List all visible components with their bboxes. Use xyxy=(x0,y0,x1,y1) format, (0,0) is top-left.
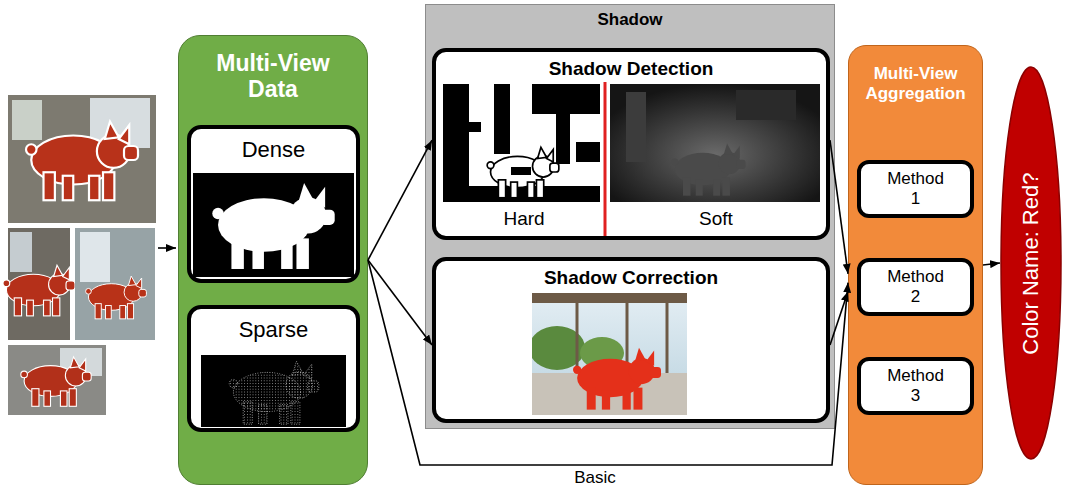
connector xyxy=(983,263,1000,265)
text-slot: Method 3 xyxy=(884,366,948,405)
node-text: Method 2 xyxy=(884,267,948,306)
method-box: Method 2 xyxy=(857,258,974,316)
illustration-part xyxy=(8,345,106,415)
text-slot: Basic xyxy=(540,468,650,488)
text-slot: Shadow Detection xyxy=(436,58,826,80)
illustration-part xyxy=(532,293,687,303)
illustration-part xyxy=(576,303,579,373)
illustration-part xyxy=(532,84,600,114)
illustration-part xyxy=(229,361,319,424)
photo xyxy=(75,228,155,340)
text-slot: Sparse xyxy=(191,317,356,342)
illustration-part xyxy=(75,228,155,340)
node-text: Color Name: Red? xyxy=(1018,113,1043,413)
photo xyxy=(3,228,75,340)
node-text: Multi-View Aggregation xyxy=(853,64,978,103)
corrected-photo xyxy=(532,293,687,415)
text-slot: Shadow Correction xyxy=(436,267,826,289)
illustration-part xyxy=(193,173,354,277)
illustration-part xyxy=(443,84,600,202)
connector xyxy=(368,140,432,260)
process-box: Shadow Correction xyxy=(432,257,830,423)
illustration-part xyxy=(666,303,669,373)
node-text: Multi-View Data xyxy=(203,50,343,103)
illustration-part xyxy=(576,142,600,162)
data-type-box: Sparse xyxy=(187,305,360,432)
soft-shadow-map xyxy=(610,84,820,202)
illustration-part xyxy=(212,183,334,269)
text-slot: Shadow xyxy=(426,10,834,30)
illustration-part xyxy=(469,122,481,132)
node-text: Dense xyxy=(191,137,356,162)
method-box: Method 1 xyxy=(857,160,974,218)
illustration-part xyxy=(487,147,559,197)
illustration-part xyxy=(10,232,32,272)
illustration-part xyxy=(736,90,796,120)
hard-shadow-map xyxy=(443,84,600,202)
node-text: Shadow Correction xyxy=(436,267,826,289)
text-slot: Multi-View Aggregation xyxy=(853,64,978,103)
text-slot: Multi-View Data xyxy=(203,50,343,103)
illustration-part xyxy=(8,95,156,223)
node-text: Sparse xyxy=(191,317,356,342)
data-panel: Multi-View Data Dense Sparse xyxy=(178,35,368,485)
method-box: Method 3 xyxy=(857,357,974,415)
illustration-part xyxy=(556,114,570,164)
node-text: Soft xyxy=(616,208,816,230)
illustration-part xyxy=(626,92,646,162)
node-text: Shadow xyxy=(426,10,834,30)
illustration-part xyxy=(610,84,820,202)
photo xyxy=(8,95,156,223)
illustration-part xyxy=(494,84,510,154)
connector xyxy=(368,260,432,345)
shadow-panel: Shadow Shadow DetectionHard Soft Shadow C… xyxy=(425,4,835,429)
node-text: Shadow Detection xyxy=(436,58,826,80)
text-slot: Soft xyxy=(616,208,816,230)
process-box: Shadow DetectionHard Soft xyxy=(432,48,830,240)
illustration-part xyxy=(671,143,745,195)
node-text: Hard xyxy=(444,208,604,230)
text-slot: Hard xyxy=(444,208,604,230)
illustration-part xyxy=(3,265,75,316)
text-slot: Method 1 xyxy=(884,169,948,208)
result-ellipse: Color Name: Red? xyxy=(1000,66,1062,460)
illustration-part xyxy=(201,355,346,427)
ellipse-shape xyxy=(1001,67,1061,459)
sparse-cloud xyxy=(201,355,346,427)
photo xyxy=(8,345,106,415)
illustration-part xyxy=(573,348,661,410)
data-type-box: Dense xyxy=(187,125,360,283)
illustration-part xyxy=(26,122,138,201)
illustration-part xyxy=(21,357,91,407)
aggregation-panel: Multi-View AggregationMethod 1 Method 2 Me… xyxy=(848,45,983,485)
illustration-part xyxy=(443,84,469,202)
text-slot: Color Name: Red? xyxy=(1018,113,1043,413)
illustration-part xyxy=(12,100,42,140)
illustration-part xyxy=(511,167,531,175)
node-text: Method 3 xyxy=(884,366,948,405)
separator xyxy=(604,82,607,236)
node-text: Method 1 xyxy=(884,169,948,208)
text-slot: Dense xyxy=(191,137,356,162)
illustration-part xyxy=(443,186,600,202)
edge-label: Basic xyxy=(540,468,650,488)
input-arrow xyxy=(158,247,176,249)
text-slot: Method 2 xyxy=(884,267,948,306)
illustration-part xyxy=(86,276,147,319)
shadow-maps xyxy=(436,82,826,236)
illustration-part xyxy=(80,232,110,282)
dense-mask xyxy=(193,173,354,277)
